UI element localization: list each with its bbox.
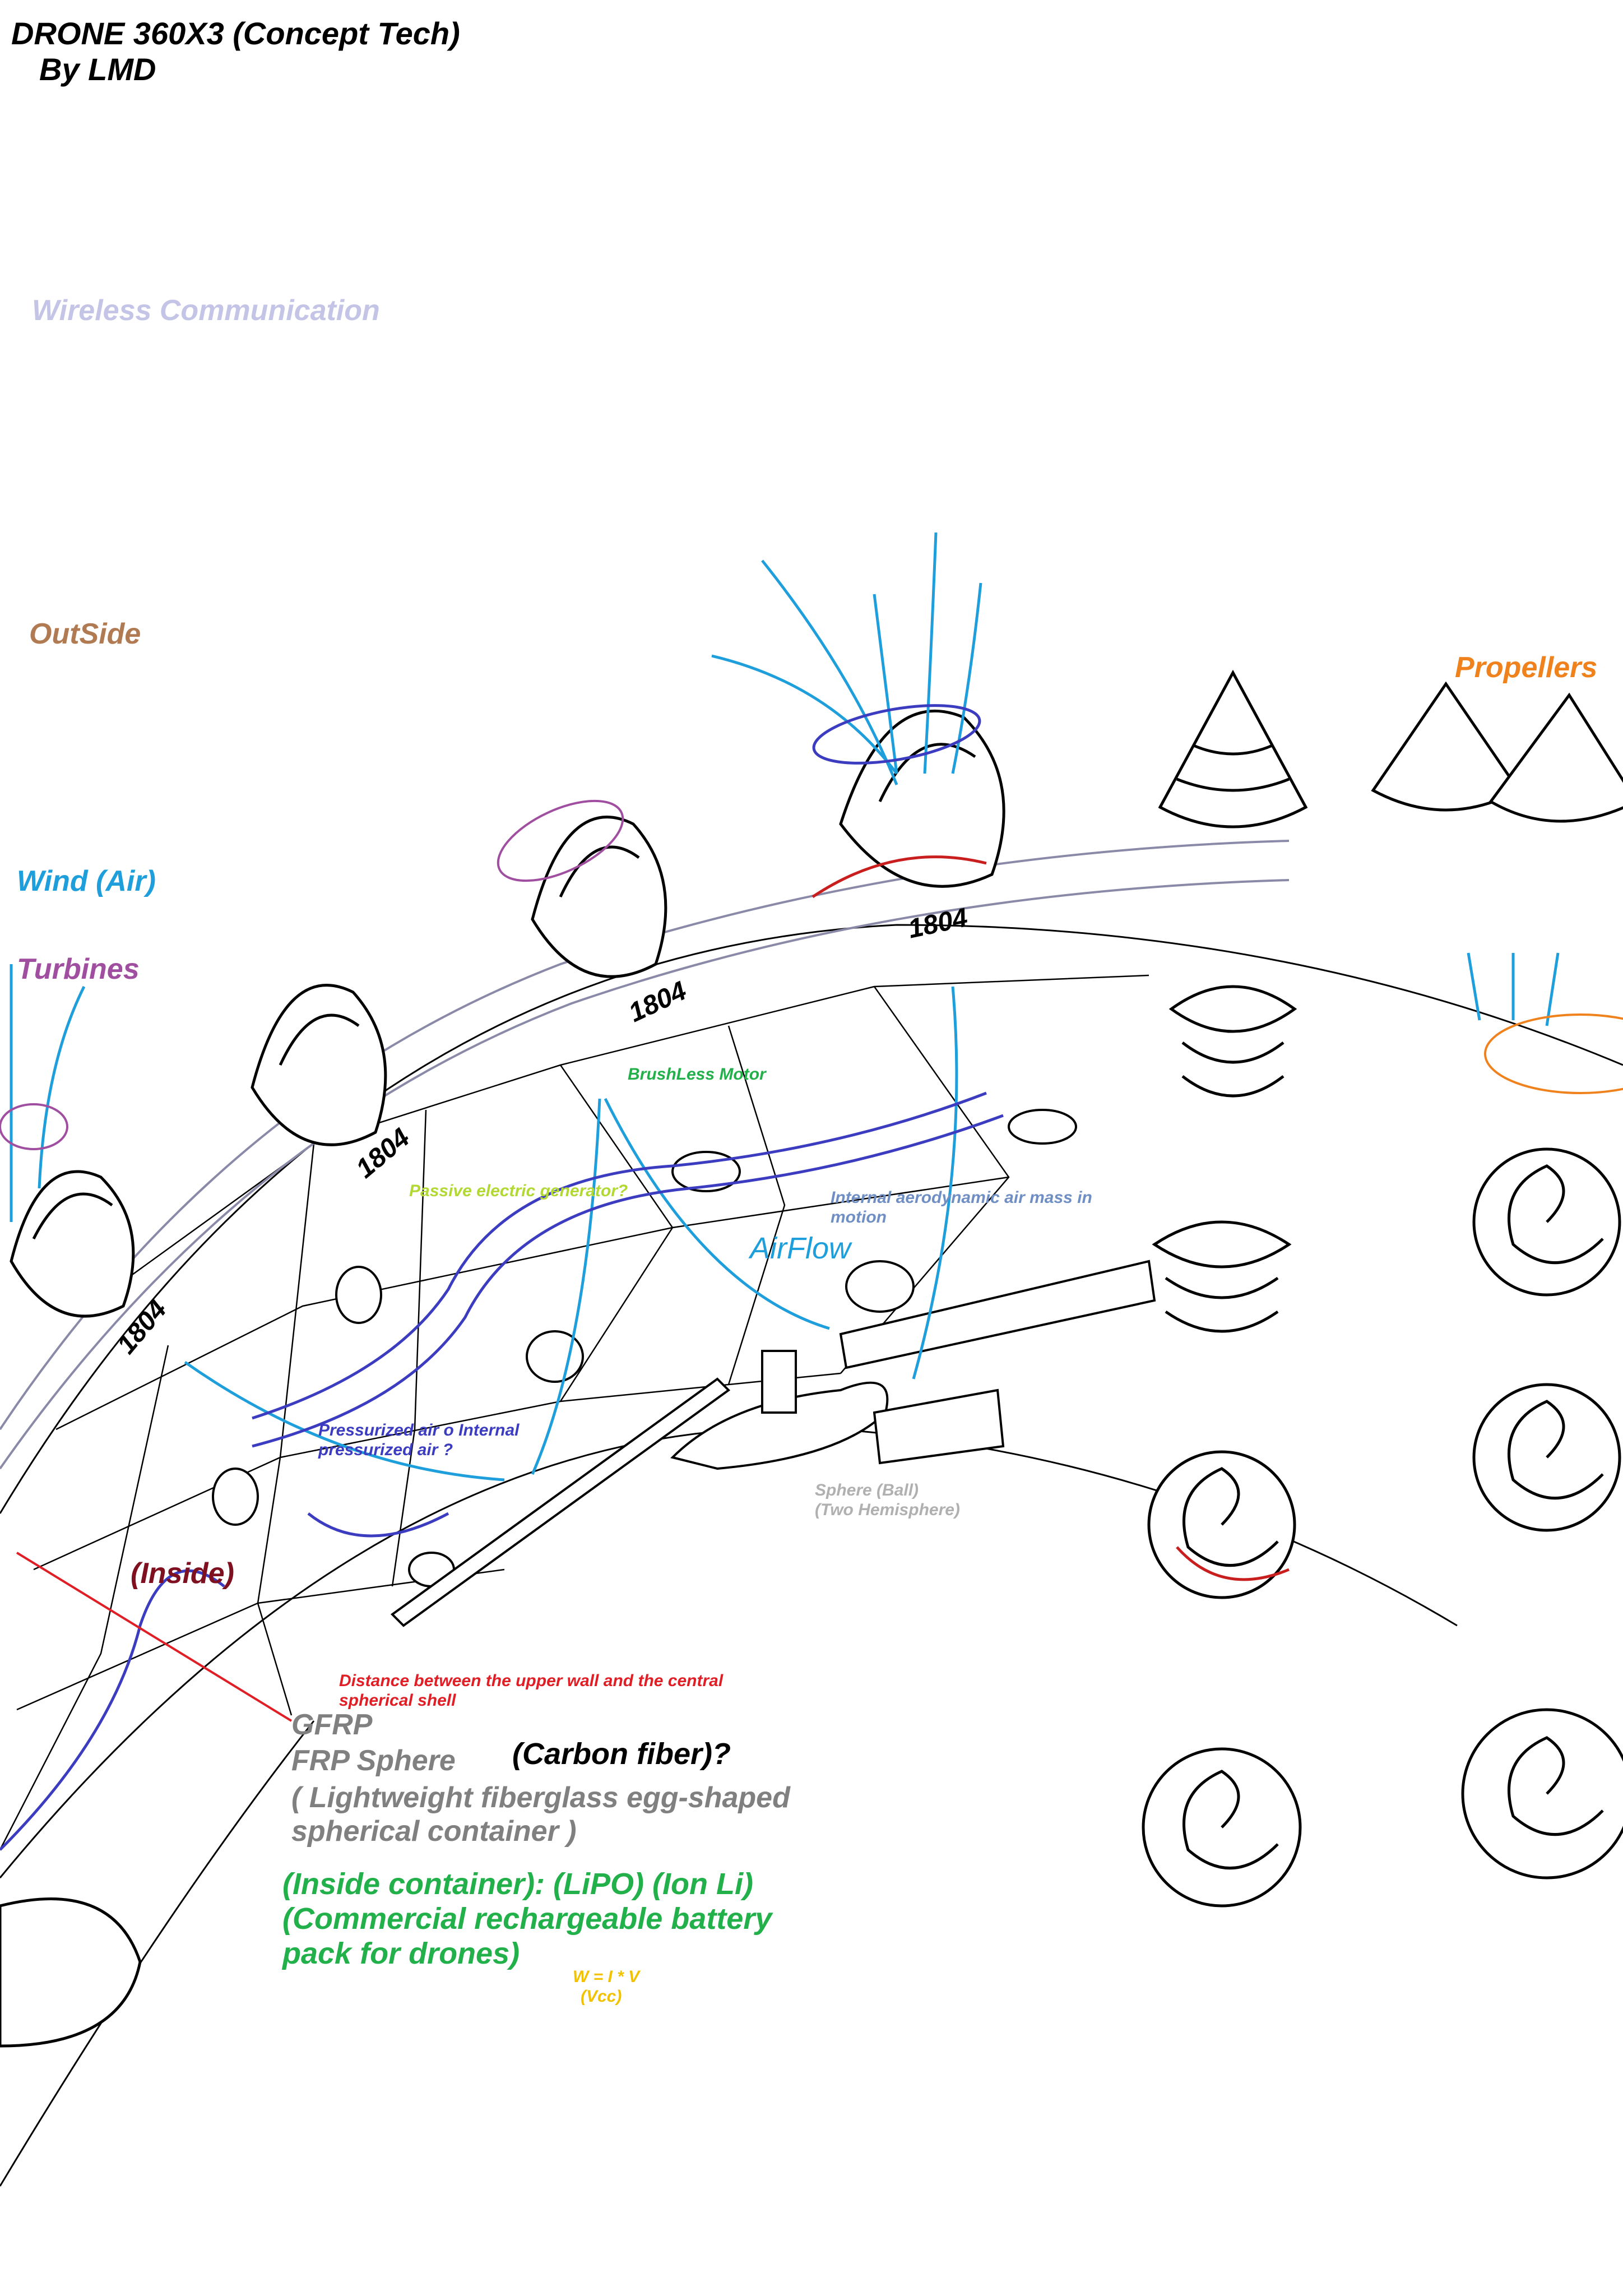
propeller-ring	[1484, 1013, 1623, 1094]
internal-air-currents	[0, 1091, 1004, 1851]
label-turbines: Turbines	[17, 953, 140, 985]
rotation-arrows	[0, 799, 624, 1150]
sphere-outline	[0, 924, 1623, 2187]
title-author: By LMD	[39, 52, 156, 87]
airflow-arrows	[10, 532, 1560, 1482]
drawing-title: DRONE 360X3 (Concept Tech) By LMD	[11, 16, 460, 88]
container-desc-line-2: spherical container )	[291, 1814, 577, 1848]
label-gfrp: GFRP	[291, 1709, 373, 1741]
label-brushless-motor: BrushLess Motor	[628, 1065, 766, 1084]
motor-spin-arrows	[812, 704, 981, 765]
title-line-1: DRONE 360X3 (Concept Tech)	[11, 16, 460, 51]
label-internal-air-mass: Internal aerodynamic air mass in motion	[831, 1188, 1092, 1226]
battery-line-3: pack for drones)	[282, 1937, 520, 1971]
label-formula: W = I * V (Vcc)	[573, 1968, 639, 2006]
red-accents	[812, 855, 1290, 1581]
distance-dimension	[16, 1552, 293, 1722]
motor-mounts	[212, 1109, 1077, 1587]
battery-line-2: (Commercial rechargeable battery	[282, 1902, 772, 1936]
label-inside: (Inside)	[131, 1557, 234, 1590]
sphere-line-1: Sphere (Ball)	[815, 1481, 919, 1499]
electronics-board	[390, 1260, 1156, 1627]
label-sphere: Sphere (Ball) (Two Hemisphere)	[815, 1481, 960, 1520]
label-carbon-fiber: (Carbon fiber)?	[512, 1737, 731, 1771]
label-airflow: AirFlow	[750, 1232, 851, 1265]
label-outside: OutSide	[29, 618, 141, 650]
formula-unit: (Vcc)	[581, 1987, 622, 2006]
label-pressurized-air: Pressurized air o Internal pressurized a…	[318, 1421, 520, 1459]
sphere-line-2: (Two Hemisphere)	[815, 1500, 960, 1519]
battery-line-1: (Inside container): (LiPO) (Ion Li)	[282, 1867, 753, 1901]
shell-rim	[0, 840, 1290, 1470]
label-battery: (Inside container): (LiPO) (Ion Li) (Com…	[282, 1867, 772, 1971]
label-distance: Distance between the upper wall and the …	[339, 1672, 724, 1710]
container-desc-line-1: ( Lightweight fiberglass egg-shaped	[291, 1781, 790, 1814]
label-frp-sphere: FRP Sphere	[291, 1744, 456, 1777]
turbine-row	[0, 669, 1623, 2048]
label-container-desc: ( Lightweight fiberglass egg-shaped sphe…	[291, 1781, 790, 1849]
formula: W = I * V	[573, 1968, 640, 1986]
label-passive-generator: Passive electric generator?	[409, 1182, 628, 1200]
label-propellers: Propellers	[1455, 651, 1598, 684]
label-wind-air: Wind (Air)	[17, 865, 156, 897]
label-wireless-communication: Wireless Communication	[32, 294, 380, 327]
